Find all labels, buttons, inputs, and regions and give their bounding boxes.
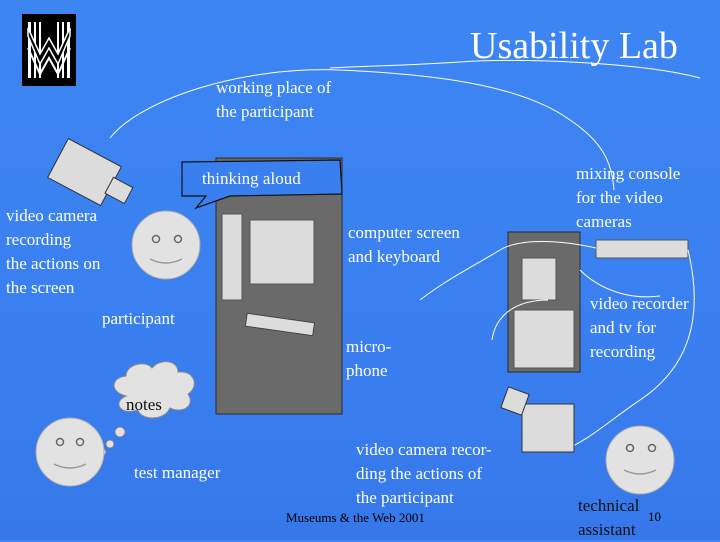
monitor-device — [249, 219, 315, 285]
computer-screen-label: computer screen and keyboard — [348, 221, 460, 269]
working-place-line: working place of — [216, 78, 332, 97]
microphone-device — [244, 312, 316, 337]
video-camera-screen-line: video camera — [6, 206, 98, 225]
computer-screen-line: computer screen — [348, 223, 460, 242]
thought-dot — [114, 426, 126, 438]
mixer-cable-left — [419, 241, 597, 301]
working-place-line: the participant — [216, 102, 314, 121]
video-camera-participant-line: ding the actions of — [356, 464, 483, 483]
video-recorder-device — [521, 257, 557, 301]
video-camera-screen-line: the actions on — [6, 254, 101, 273]
face-icon — [35, 417, 105, 487]
computer-screen-line: and keyboard — [348, 247, 441, 266]
keyboard-device — [221, 213, 243, 301]
footer-text: Museums & the Web 2001 — [286, 510, 425, 525]
tv-device — [513, 309, 575, 369]
page-number: 10 — [648, 509, 661, 524]
working-place-label: working place of the participant — [216, 76, 331, 124]
video-camera-screen-label: video camera recording the actions on th… — [6, 204, 100, 300]
test-manager-label: test manager — [134, 463, 221, 482]
microphone-label: micro- phone — [346, 335, 391, 383]
technical-assistant-line: assistant — [578, 520, 636, 539]
thought-bubble-icon — [113, 361, 195, 419]
face-icon — [131, 210, 201, 280]
mixing-console-device — [595, 239, 689, 259]
video-camera-screen-line: the screen — [6, 278, 75, 297]
speech-bubble-icon — [181, 159, 343, 210]
notes-label: notes — [126, 395, 162, 414]
video-camera-screen-line: recording — [6, 230, 72, 249]
video-camera-participant-line: video camera recor- — [356, 440, 492, 459]
mixing-console-line: for the video — [576, 188, 663, 207]
face-icon — [605, 425, 675, 495]
mixing-console-line: mixing console — [576, 164, 681, 183]
video-camera-icon — [46, 137, 134, 207]
mixing-console-label: mixing console for the video cameras — [576, 162, 680, 234]
video-camera-participant-label: video camera recor- ding the actions of … — [356, 438, 492, 510]
recorder-cable — [579, 269, 661, 298]
mixer-cable-right — [559, 249, 695, 453]
video-recorder-line: video recorder — [590, 294, 689, 313]
video-camera-participant-line: the participant — [356, 488, 454, 507]
video-recorder-line: and tv for — [590, 318, 657, 337]
logo-icon — [22, 14, 76, 86]
video-camera-icon — [500, 386, 575, 453]
technical-assistant-label: technical assistant — [578, 494, 639, 542]
thinking-aloud-label: thinking aloud — [202, 169, 301, 188]
microphone-line: phone — [346, 361, 388, 380]
mixing-console-line: cameras — [576, 212, 632, 231]
camera-cable-top — [109, 69, 615, 191]
video-recorder-line: recording — [590, 342, 656, 361]
thought-dot — [105, 439, 115, 449]
video-recorder-label: video recorder and tv for recording — [590, 292, 689, 364]
microphone-line: micro- — [346, 337, 392, 356]
tv-cable — [491, 299, 549, 341]
title-cable — [329, 60, 701, 79]
participant-label: participant — [102, 309, 175, 328]
technical-assistant-line: technical — [578, 496, 640, 515]
